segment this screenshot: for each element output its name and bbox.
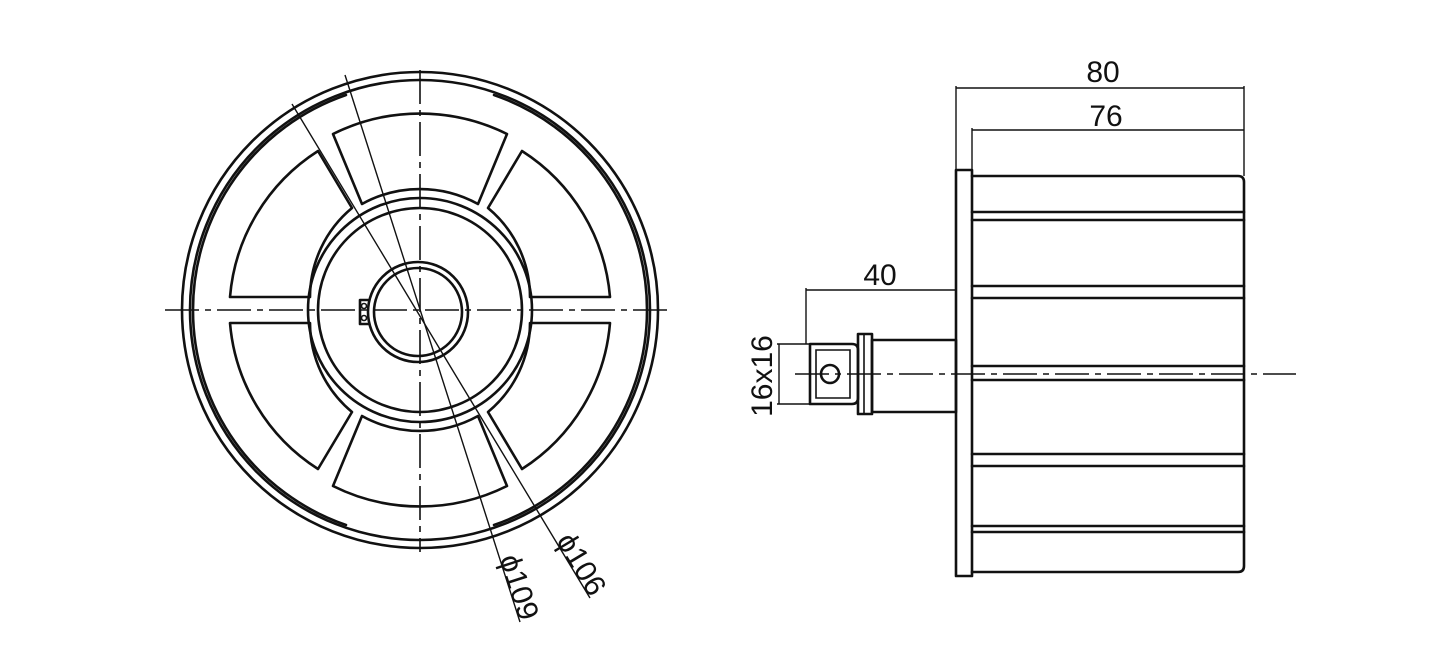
dimension-76: 76 bbox=[971, 100, 1244, 176]
window-upper-right bbox=[486, 149, 612, 299]
window-upper-left bbox=[228, 149, 354, 299]
leader-diameter-109 bbox=[344, 74, 521, 623]
keyway-pin-upper bbox=[360, 302, 368, 310]
keyway bbox=[358, 298, 370, 326]
label-length-80: 80 bbox=[1086, 56, 1119, 89]
bore-outer bbox=[366, 260, 470, 364]
label-shaft-16x16: 16x16 bbox=[746, 335, 779, 417]
side-view: 80 76 40 16x16 bbox=[746, 56, 1296, 578]
keyway-pin-lower bbox=[360, 314, 368, 322]
windows bbox=[228, 112, 612, 508]
window-lower-left bbox=[228, 321, 354, 471]
label-diameter-106: ϕ106 bbox=[550, 527, 613, 601]
window-lower-right bbox=[486, 321, 612, 471]
label-length-76: 76 bbox=[1089, 100, 1122, 133]
window-top bbox=[331, 112, 509, 206]
flange-plate bbox=[954, 168, 974, 578]
shaft bbox=[808, 332, 958, 416]
leader-diameter-106 bbox=[291, 103, 591, 599]
window-bottom bbox=[331, 414, 509, 508]
dimension-80: 80 bbox=[955, 56, 1245, 176]
label-length-40: 40 bbox=[863, 259, 896, 292]
label-diameter-109: ϕ109 bbox=[493, 550, 545, 624]
paddle-ribs bbox=[970, 210, 1246, 534]
front-view: ϕ109 ϕ106 bbox=[165, 70, 668, 624]
shaft-end-square bbox=[808, 342, 860, 406]
bore-inner bbox=[372, 266, 464, 358]
shaft-end-chamfer bbox=[815, 349, 851, 399]
dimension-16x16: 16x16 bbox=[746, 335, 810, 417]
dimension-40: 40 bbox=[805, 259, 956, 344]
shaft-body bbox=[870, 338, 958, 414]
